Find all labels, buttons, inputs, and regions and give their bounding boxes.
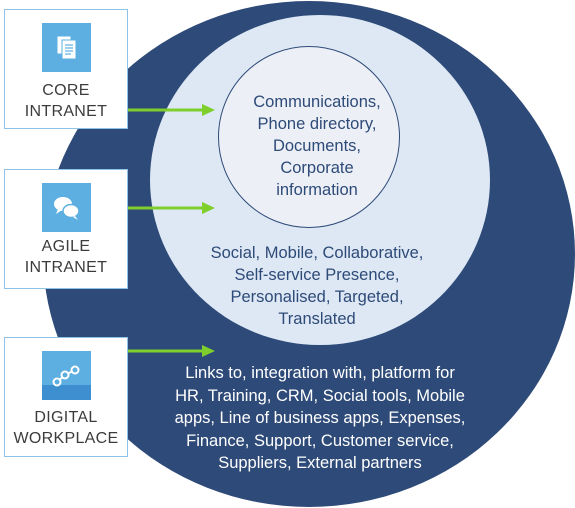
digital-line-4: Finance, Support, Customer service,: [186, 431, 454, 450]
agile-intranet-label: AGILE INTRANET: [5, 236, 127, 278]
digital-workplace-label: DIGITAL WORKPLACE: [5, 407, 127, 449]
agile-line-4: Translated: [278, 310, 356, 328]
core-line-1: Communications,: [253, 93, 381, 111]
agile-label-line-2: INTRANET: [24, 259, 108, 276]
core-intranet-box: CORE INTRANET: [4, 9, 128, 129]
agile-intranet-box: AGILE INTRANET: [4, 169, 128, 289]
core-line-5: information: [276, 181, 358, 199]
digital-workplace-box: DIGITAL WORKPLACE: [4, 337, 128, 457]
network-nodes-icon: [42, 351, 91, 400]
core-line-4: Corporate: [280, 159, 354, 177]
documents-icon: [42, 23, 91, 72]
chat-bubbles-icon: [42, 183, 91, 232]
core-label-line-2: INTRANET: [24, 103, 108, 120]
arrow-agile: [128, 202, 215, 214]
core-line-2: Phone directory,: [257, 115, 377, 133]
agile-line-3: Personalised, Targeted,: [230, 288, 404, 306]
digital-line-2: HR, Training, CRM, Social tools, Mobile: [175, 386, 465, 405]
agile-intranet-description: Social, Mobile, Collaborative, Self-serv…: [172, 242, 462, 330]
core-label-line-1: CORE: [42, 82, 90, 99]
arrow-core: [128, 104, 215, 116]
core-intranet-label: CORE INTRANET: [5, 80, 127, 122]
arrow-digital: [128, 345, 215, 357]
digital-label-line-1: DIGITAL: [34, 409, 98, 426]
core-line-3: Documents,: [272, 137, 362, 155]
core-intranet-circle: [218, 46, 400, 228]
core-intranet-description: Communications, Phone directory, Documen…: [228, 91, 406, 201]
agile-label-line-1: AGILE: [41, 238, 91, 255]
agile-line-2: Self-service Presence,: [234, 266, 400, 284]
digital-line-1: Links to, integration with, platform for: [185, 364, 455, 382]
digital-workplace-description: Links to, integration with, platform for…: [150, 362, 490, 475]
digital-line-3: apps, Line of business apps, Expenses,: [174, 409, 466, 427]
digital-line-5: Suppliers, External partners: [218, 454, 422, 472]
agile-line-1: Social, Mobile, Collaborative,: [210, 244, 424, 262]
digital-label-line-2: WORKPLACE: [13, 430, 119, 447]
